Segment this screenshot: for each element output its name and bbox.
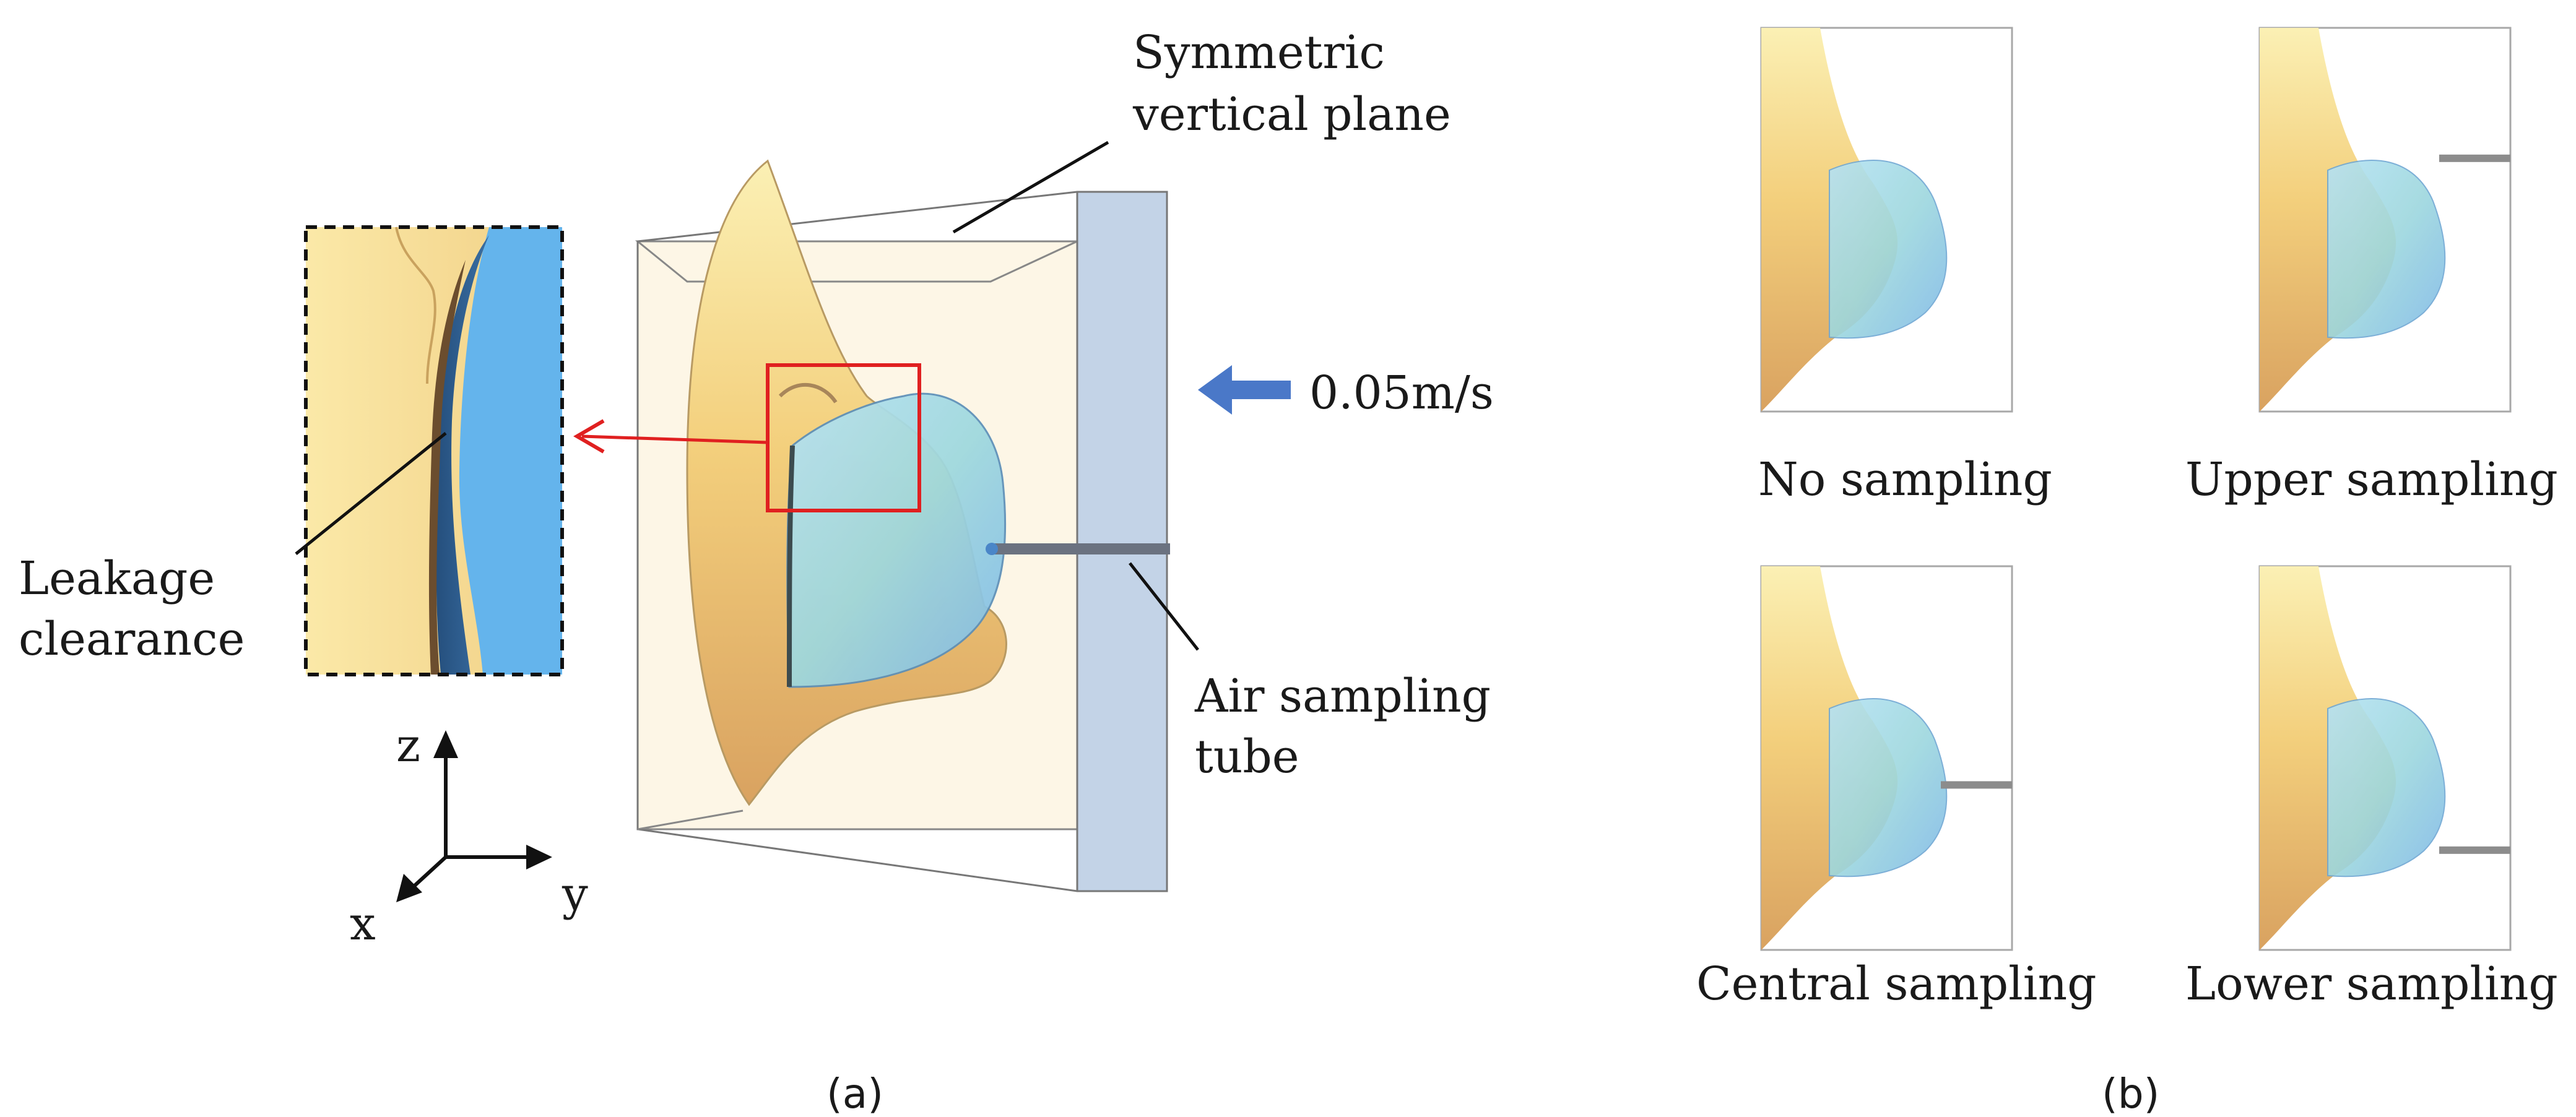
leakage-label-line2: clearance xyxy=(19,613,245,666)
leakage-label-line1: Leakage xyxy=(19,552,215,605)
box-edge-bottom xyxy=(637,809,744,830)
air-sampling-tube xyxy=(991,543,1170,554)
case-label: Upper sampling xyxy=(2185,453,2558,506)
case-sampling-tube xyxy=(1941,781,2012,789)
case-central: Central sampling xyxy=(1696,565,2097,1011)
plane-label-line2: vertical plane xyxy=(1132,88,1451,141)
case-mask xyxy=(2327,160,2446,339)
tube-label-line2: tube xyxy=(1195,730,1299,783)
case-label: Lower sampling xyxy=(2185,957,2558,1011)
panel-a: Leakage clearance z y x xyxy=(19,26,1494,1117)
x-axis-label: x xyxy=(350,897,376,951)
tube-label-line1: Air sampling xyxy=(1194,670,1491,723)
tube-leader xyxy=(1129,562,1199,651)
face-eye xyxy=(778,383,838,403)
inflow-arrow-icon xyxy=(1198,365,1291,415)
caption-a: (a) xyxy=(826,1070,883,1117)
case-upper: Upper sampling xyxy=(2185,27,2558,506)
y-axis-arrowhead xyxy=(526,845,552,869)
case-lower: Lower sampling xyxy=(2185,565,2558,1011)
box-top-face xyxy=(635,240,1078,283)
z-axis-arrowhead xyxy=(433,730,458,758)
case-mask xyxy=(1829,698,1948,878)
inset-mask-shell xyxy=(459,227,562,675)
tube-inlet xyxy=(986,543,998,555)
x-axis-arrowhead xyxy=(396,874,422,902)
inset-zoom xyxy=(304,225,564,676)
leakage-leader xyxy=(295,432,447,555)
coordinate-axes xyxy=(396,730,552,902)
plane-leader xyxy=(952,140,1109,234)
zoom-arrow-line xyxy=(581,434,768,444)
case-label: Central sampling xyxy=(1696,957,2097,1011)
highlight-box xyxy=(766,363,921,512)
inset-face-contour xyxy=(395,226,436,384)
case-mask xyxy=(2327,698,2446,878)
y-axis-label: y xyxy=(562,868,588,921)
caption-b: (b) xyxy=(2102,1070,2159,1117)
case-label: No sampling xyxy=(1758,453,2052,506)
plane-label-line1: Symmetric xyxy=(1133,26,1385,79)
z-axis-label: z xyxy=(396,719,420,772)
zoom-arrow-head xyxy=(573,419,605,454)
case-none: No sampling xyxy=(1758,27,2052,506)
mask-edge xyxy=(787,445,795,688)
case-mask xyxy=(1829,160,1948,339)
case-sampling-tube xyxy=(2439,846,2510,854)
velocity-label: 0.05m/s xyxy=(1309,366,1494,420)
case-sampling-tube xyxy=(2439,154,2510,162)
box-front-face xyxy=(1077,192,1167,891)
inset-leak-gap xyxy=(428,260,466,675)
